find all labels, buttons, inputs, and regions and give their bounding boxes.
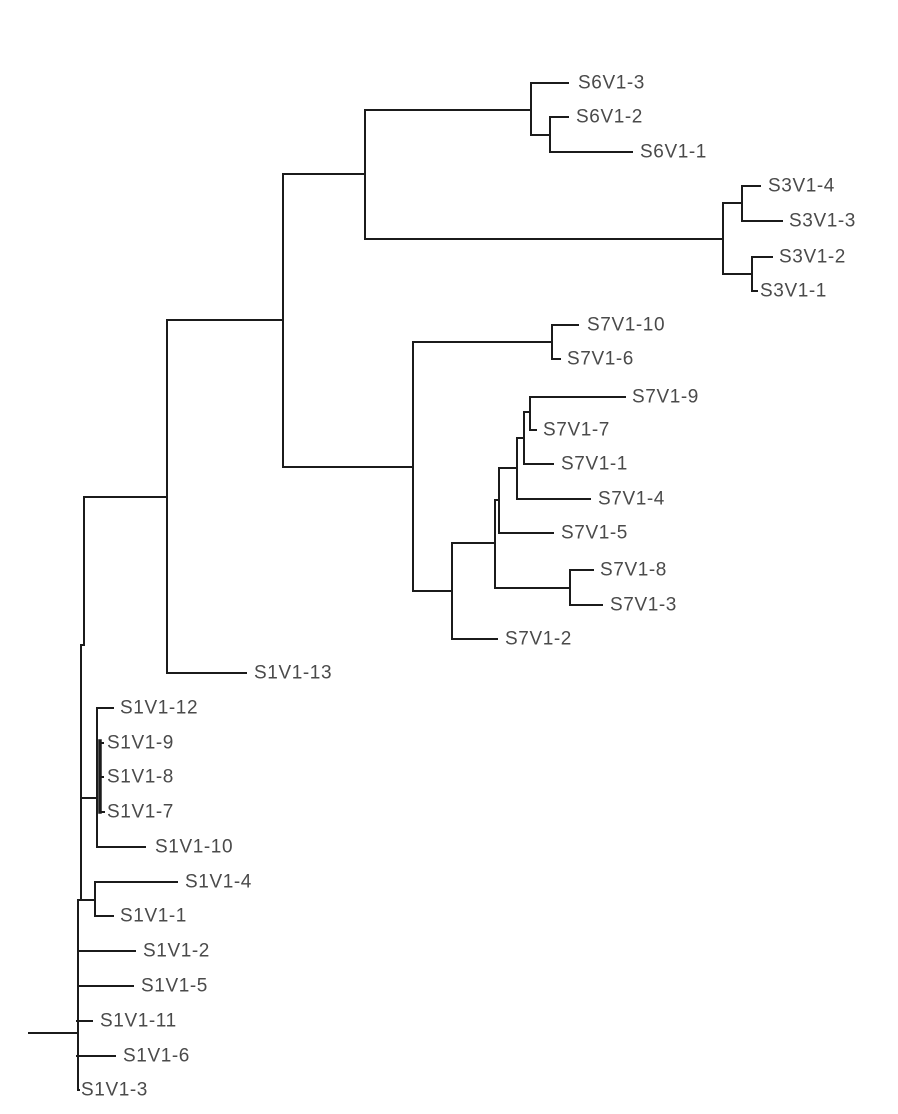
tip-label-S7V1-8: S7V1-8: [600, 560, 667, 581]
tip-label-S7V1-3: S7V1-3: [610, 595, 677, 616]
tip-label-S1V1-8: S1V1-8: [107, 767, 174, 788]
tip-label-S1V1-12: S1V1-12: [120, 698, 198, 719]
tip-label-S7V1-6: S7V1-6: [567, 349, 634, 370]
tip-label-S7V1-4: S7V1-4: [598, 489, 665, 510]
tip-label-S6V1-2: S6V1-2: [576, 107, 643, 128]
tip-label-S1V1-1: S1V1-1: [120, 906, 187, 927]
tip-label-S7V1-1: S7V1-1: [561, 454, 628, 475]
tip-label-S3V1-2: S3V1-2: [779, 247, 846, 268]
tip-label-S1V1-11: S1V1-11: [100, 1011, 177, 1032]
tip-label-S3V1-3: S3V1-3: [789, 211, 856, 232]
tip-label-S1V1-7: S1V1-7: [107, 802, 174, 823]
tip-label-S7V1-10: S7V1-10: [587, 315, 665, 336]
tip-label-S1V1-5: S1V1-5: [141, 976, 208, 997]
tip-label-S1V1-10: S1V1-10: [155, 837, 233, 858]
tip-label-S1V1-3: S1V1-3: [81, 1080, 148, 1101]
tip-label-S1V1-6: S1V1-6: [123, 1046, 190, 1067]
tip-label-S7V1-9: S7V1-9: [632, 387, 699, 408]
tip-label-S7V1-2: S7V1-2: [505, 629, 572, 650]
tip-label-S1V1-13: S1V1-13: [254, 663, 332, 684]
tip-label-S6V1-3: S6V1-3: [578, 73, 645, 94]
tip-label-S7V1-7: S7V1-7: [543, 420, 610, 441]
tip-label-S6V1-1: S6V1-1: [640, 142, 707, 163]
tip-label-S7V1-5: S7V1-5: [561, 523, 628, 544]
tip-label-S1V1-4: S1V1-4: [185, 872, 252, 893]
tip-label-S1V1-9: S1V1-9: [107, 733, 174, 754]
tip-label-S3V1-4: S3V1-4: [768, 176, 835, 197]
tip-label-S1V1-2: S1V1-2: [143, 941, 210, 962]
tip-label-S3V1-1: S3V1-1: [760, 281, 827, 302]
